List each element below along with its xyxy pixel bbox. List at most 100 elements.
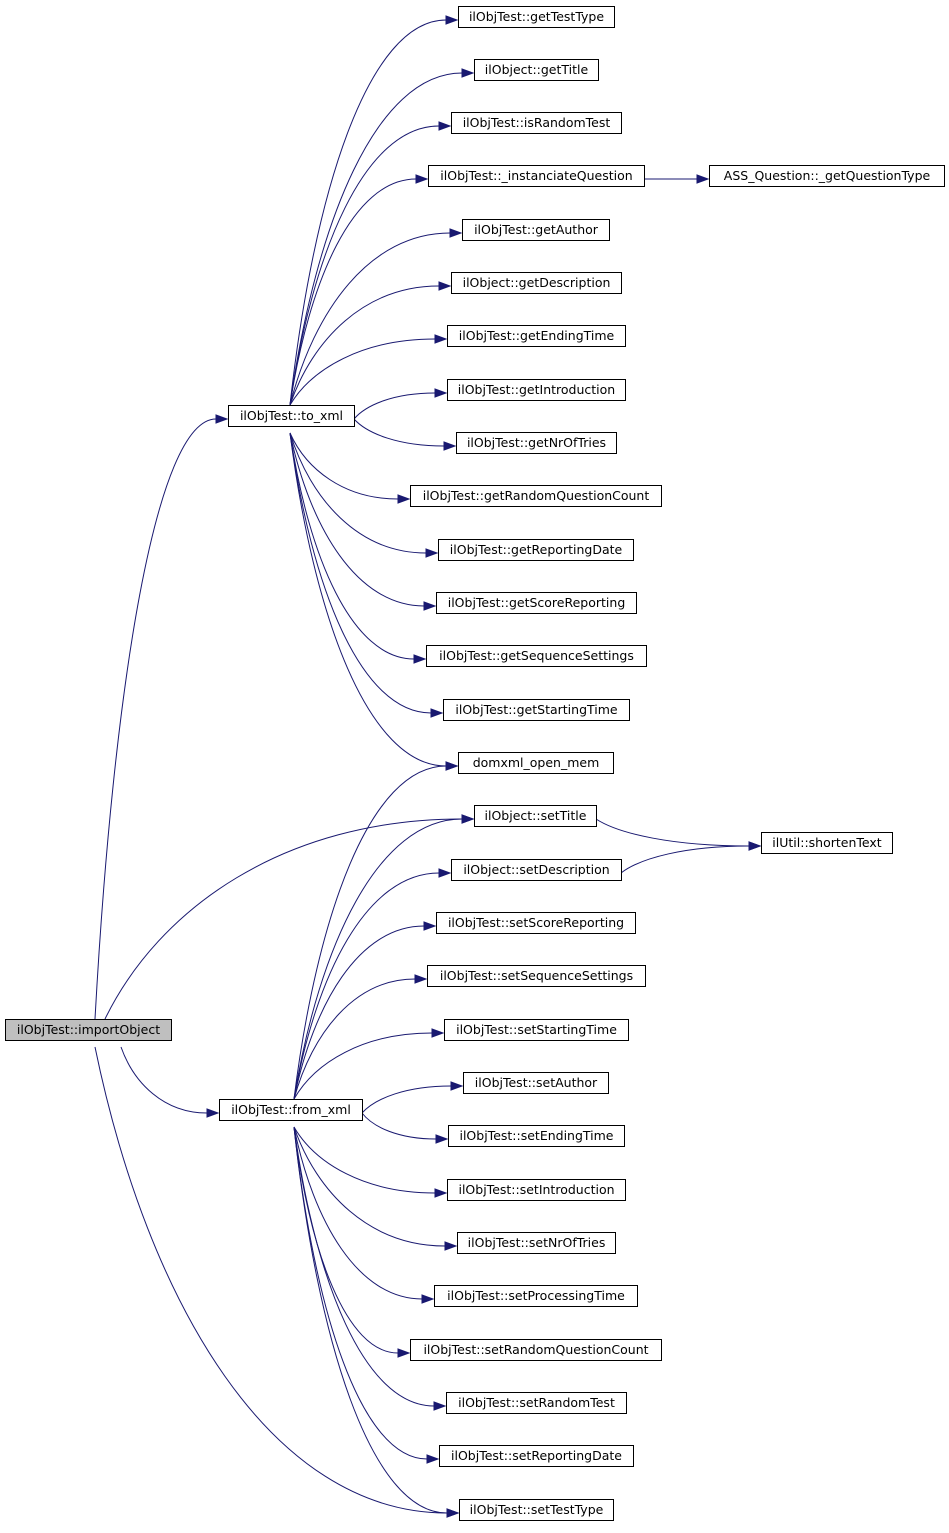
node-set-nr-of-tries[interactable]: ilObjTest::setNrOfTries (457, 1232, 616, 1254)
node-set-author[interactable]: ilObjTest::setAuthor (463, 1072, 609, 1094)
edge-line (289, 19, 447, 406)
node-label: ilObject::setTitle (485, 808, 587, 823)
node-get-nr-of-tries[interactable]: ilObjTest::getNrOfTries (456, 432, 617, 454)
arrow-head-icon (431, 1028, 445, 1038)
arrow-head-icon (425, 548, 439, 558)
node-set-sequence-settings[interactable]: ilObjTest::setSequenceSettings (427, 965, 646, 987)
edge-from-xml-to-set-author (361, 1081, 464, 1114)
edge-line (293, 818, 463, 1100)
edge-import-object-to-from-xml (120, 1046, 220, 1118)
edge-from-xml-to-set-nr-of-tries (293, 1126, 458, 1251)
function-nodes: ilObjTest::importObject ilObjTest::to_xml… (5, 6, 945, 1521)
node-shorten-text[interactable]: ilUtil::shortenText (761, 832, 893, 854)
edge-from-xml-to-set-sequence-settings (293, 974, 428, 1100)
arrow-head-icon (206, 1108, 220, 1118)
node-set-random-question-count[interactable]: ilObjTest::setRandomQuestionCount (410, 1339, 662, 1361)
node-set-starting-time[interactable]: ilObjTest::setStartingTime (444, 1019, 629, 1041)
edge-instanciate-question-to-get-question-type (644, 174, 710, 184)
node-label: ilObjTest::isRandomTest (463, 115, 611, 130)
node-label: ilUtil::shortenText (772, 835, 881, 850)
arrow-head-icon (434, 1188, 448, 1198)
arrow-head-icon (748, 841, 762, 851)
node-set-processing-time[interactable]: ilObjTest::setProcessingTime (434, 1285, 638, 1307)
node-set-test-type[interactable]: ilObjTest::setTestType (459, 1499, 614, 1521)
node-import-object[interactable]: ilObjTest::importObject (5, 1019, 172, 1041)
node-get-score-reporting[interactable]: ilObjTest::getScoreReporting (436, 592, 637, 614)
node-set-description[interactable]: ilObject::setDescription (451, 859, 622, 881)
node-label: ilObjTest::importObject (17, 1022, 160, 1037)
arrow-head-icon (444, 1241, 458, 1251)
edge-line (289, 432, 432, 714)
edge-line (289, 338, 436, 406)
node-label: ilObjTest::getAuthor (474, 222, 599, 237)
edge-from-xml-to-set-processing-time (293, 1126, 435, 1304)
node-get-random-question-count[interactable]: ilObjTest::getRandomQuestionCount (410, 485, 662, 507)
edge-set-description-to-shorten-text (620, 841, 762, 874)
node-box (456, 432, 617, 454)
node-set-random-test[interactable]: ilObjTest::setRandomTest (446, 1392, 627, 1414)
arrow-head-icon (415, 174, 429, 184)
edge-from-xml-to-set-score-reporting (293, 921, 437, 1100)
node-box (463, 1072, 609, 1094)
node-label: ilObjTest::getReportingDate (450, 542, 623, 557)
edge-import-object-to-set-title (104, 814, 475, 1020)
node-label: ilObjTest::getStartingTime (455, 702, 618, 717)
node-instanciate-question[interactable]: ilObjTest::_instanciateQuestion (428, 165, 645, 187)
node-label: ilObjTest::setEndingTime (459, 1128, 613, 1143)
node-set-introduction[interactable]: ilObjTest::setIntroduction (447, 1179, 626, 1201)
node-box (439, 1445, 634, 1467)
node-is-random-test[interactable]: ilObjTest::isRandomTest (451, 112, 622, 134)
edge-line (620, 845, 750, 874)
node-label: ilObjTest::getSequenceSettings (439, 648, 634, 663)
node-label: ilObjTest::setNrOfTries (468, 1235, 606, 1250)
edge-from-xml-to-set-ending-time (361, 1112, 449, 1144)
arrow-head-icon (397, 494, 411, 504)
arrow-head-icon (449, 228, 463, 238)
node-box (474, 805, 597, 827)
arrow-head-icon (423, 601, 437, 611)
node-set-title[interactable]: ilObject::setTitle (474, 805, 597, 827)
node-get-introduction[interactable]: ilObjTest::getIntroduction (447, 379, 626, 401)
edge-to-xml-to-instanciate-question (289, 174, 429, 406)
edge-line (293, 872, 440, 1100)
node-box (474, 59, 599, 81)
edge-to-xml-to-get-description (289, 281, 452, 406)
edge-line (293, 765, 447, 1100)
arrow-head-icon (430, 708, 444, 718)
node-get-test-type[interactable]: ilObjTest::getTestType (458, 6, 615, 28)
node-box (457, 1232, 616, 1254)
node-label: ilObject::getDescription (463, 275, 611, 290)
arrow-head-icon (450, 1081, 464, 1091)
node-get-reporting-date[interactable]: ilObjTest::getReportingDate (438, 539, 634, 561)
edge-line (289, 285, 440, 406)
node-label: ilObjTest::getRandomQuestionCount (423, 488, 650, 503)
edge-to-xml-to-get-title (289, 68, 475, 406)
edge-line (293, 978, 416, 1100)
node-get-question-type[interactable]: ASS_Question::_getQuestionType (709, 165, 945, 187)
node-box (438, 539, 634, 561)
edge-line (293, 1126, 436, 1194)
node-get-ending-time[interactable]: ilObjTest::getEndingTime (447, 325, 626, 347)
node-get-sequence-settings[interactable]: ilObjTest::getSequenceSettings (426, 645, 647, 667)
node-label: ilObject::setDescription (463, 862, 609, 877)
node-get-description[interactable]: ilObject::getDescription (451, 272, 622, 294)
node-label: ilObjTest::setRandomQuestionCount (423, 1342, 648, 1357)
node-set-score-reporting[interactable]: ilObjTest::setScoreReporting (436, 912, 636, 934)
node-box (458, 6, 615, 28)
arrow-head-icon (433, 1401, 447, 1411)
edge-from-xml-to-set-test-type (293, 1126, 460, 1518)
node-label: ilObjTest::getIntroduction (458, 382, 615, 397)
node-domxml[interactable]: domxml_open_mem (458, 752, 614, 774)
node-label: ilObjTest::setSequenceSettings (440, 968, 633, 983)
node-from-xml[interactable]: ilObjTest::from_xml (219, 1099, 363, 1121)
edge-line (293, 925, 425, 1100)
node-to-xml[interactable]: ilObjTest::to_xml (228, 405, 355, 427)
node-get-starting-time[interactable]: ilObjTest::getStartingTime (443, 699, 630, 721)
node-set-reporting-date[interactable]: ilObjTest::setReportingDate (439, 1445, 634, 1467)
node-label: ilObjTest::setAuthor (475, 1075, 598, 1090)
node-set-ending-time[interactable]: ilObjTest::setEndingTime (448, 1125, 625, 1147)
node-get-author[interactable]: ilObjTest::getAuthor (462, 219, 610, 241)
edge-line (293, 1126, 428, 1460)
edge-line (94, 418, 217, 1020)
node-get-title[interactable]: ilObject::getTitle (474, 59, 599, 81)
